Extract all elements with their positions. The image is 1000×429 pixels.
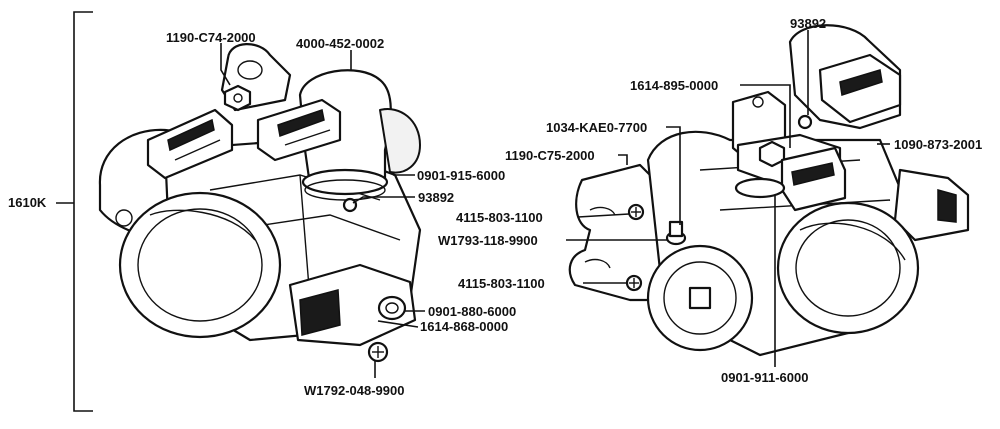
label-lower-o-ring: 0901-911-6000 (721, 370, 808, 385)
assembly-bracket (56, 11, 93, 412)
right-bracket-nut-icon (758, 140, 786, 168)
right-throttle-body (568, 24, 970, 357)
left-intake-bore (118, 191, 282, 339)
left-leader-lines (220, 43, 425, 378)
label-o-ring-upper: 0901-915-6000 (417, 168, 505, 183)
right-pulley-shaft-icon (688, 286, 712, 310)
left-flange-hole-icon (115, 209, 133, 227)
label-top-screw: 93892 (790, 16, 826, 31)
label-o-ring-sensor: 0901-880-6000 (428, 304, 516, 319)
right-lower-o-ring (734, 177, 786, 199)
label-bracket-screw-upper: 4115-803-1100 (456, 210, 543, 225)
left-throttle-body (98, 43, 422, 363)
left-small-screw-icon (342, 197, 358, 213)
label-sensor-screw: W1792-048-9900 (304, 383, 404, 398)
right-side-connector (893, 168, 970, 242)
right-top-screw-icon (797, 114, 813, 130)
assembly-part-number: 1610K (8, 195, 47, 210)
label-sensor-bracket: 1034-KAE0-7700 (546, 120, 647, 135)
right-intake-bore (776, 201, 920, 335)
label-screw-upper: 93892 (418, 190, 454, 205)
left-valve-o-ring (301, 168, 389, 196)
label-sensor: 1614-868-0000 (420, 319, 508, 334)
label-idle-air-valve: 4000-452-0002 (296, 36, 384, 51)
right-leader-lines (566, 30, 890, 367)
left-sensor-o-ring (377, 295, 407, 321)
label-bracket-washer: W1793-118-9900 (438, 233, 538, 248)
left-bracket-nut-icon (223, 84, 252, 112)
label-map-sensor: 1614-895-0000 (630, 78, 718, 93)
label-bracket-screw-lower: 4115-803-1100 (458, 276, 545, 291)
label-bracket-top: 1190-C74-2000 (166, 30, 256, 45)
left-idle-air-valve (298, 69, 392, 187)
label-right-connector: 1090-873-2001 (894, 137, 982, 152)
right-side-bracket (568, 163, 667, 302)
label-side-bracket: 1190-C75-2000 (505, 148, 595, 163)
